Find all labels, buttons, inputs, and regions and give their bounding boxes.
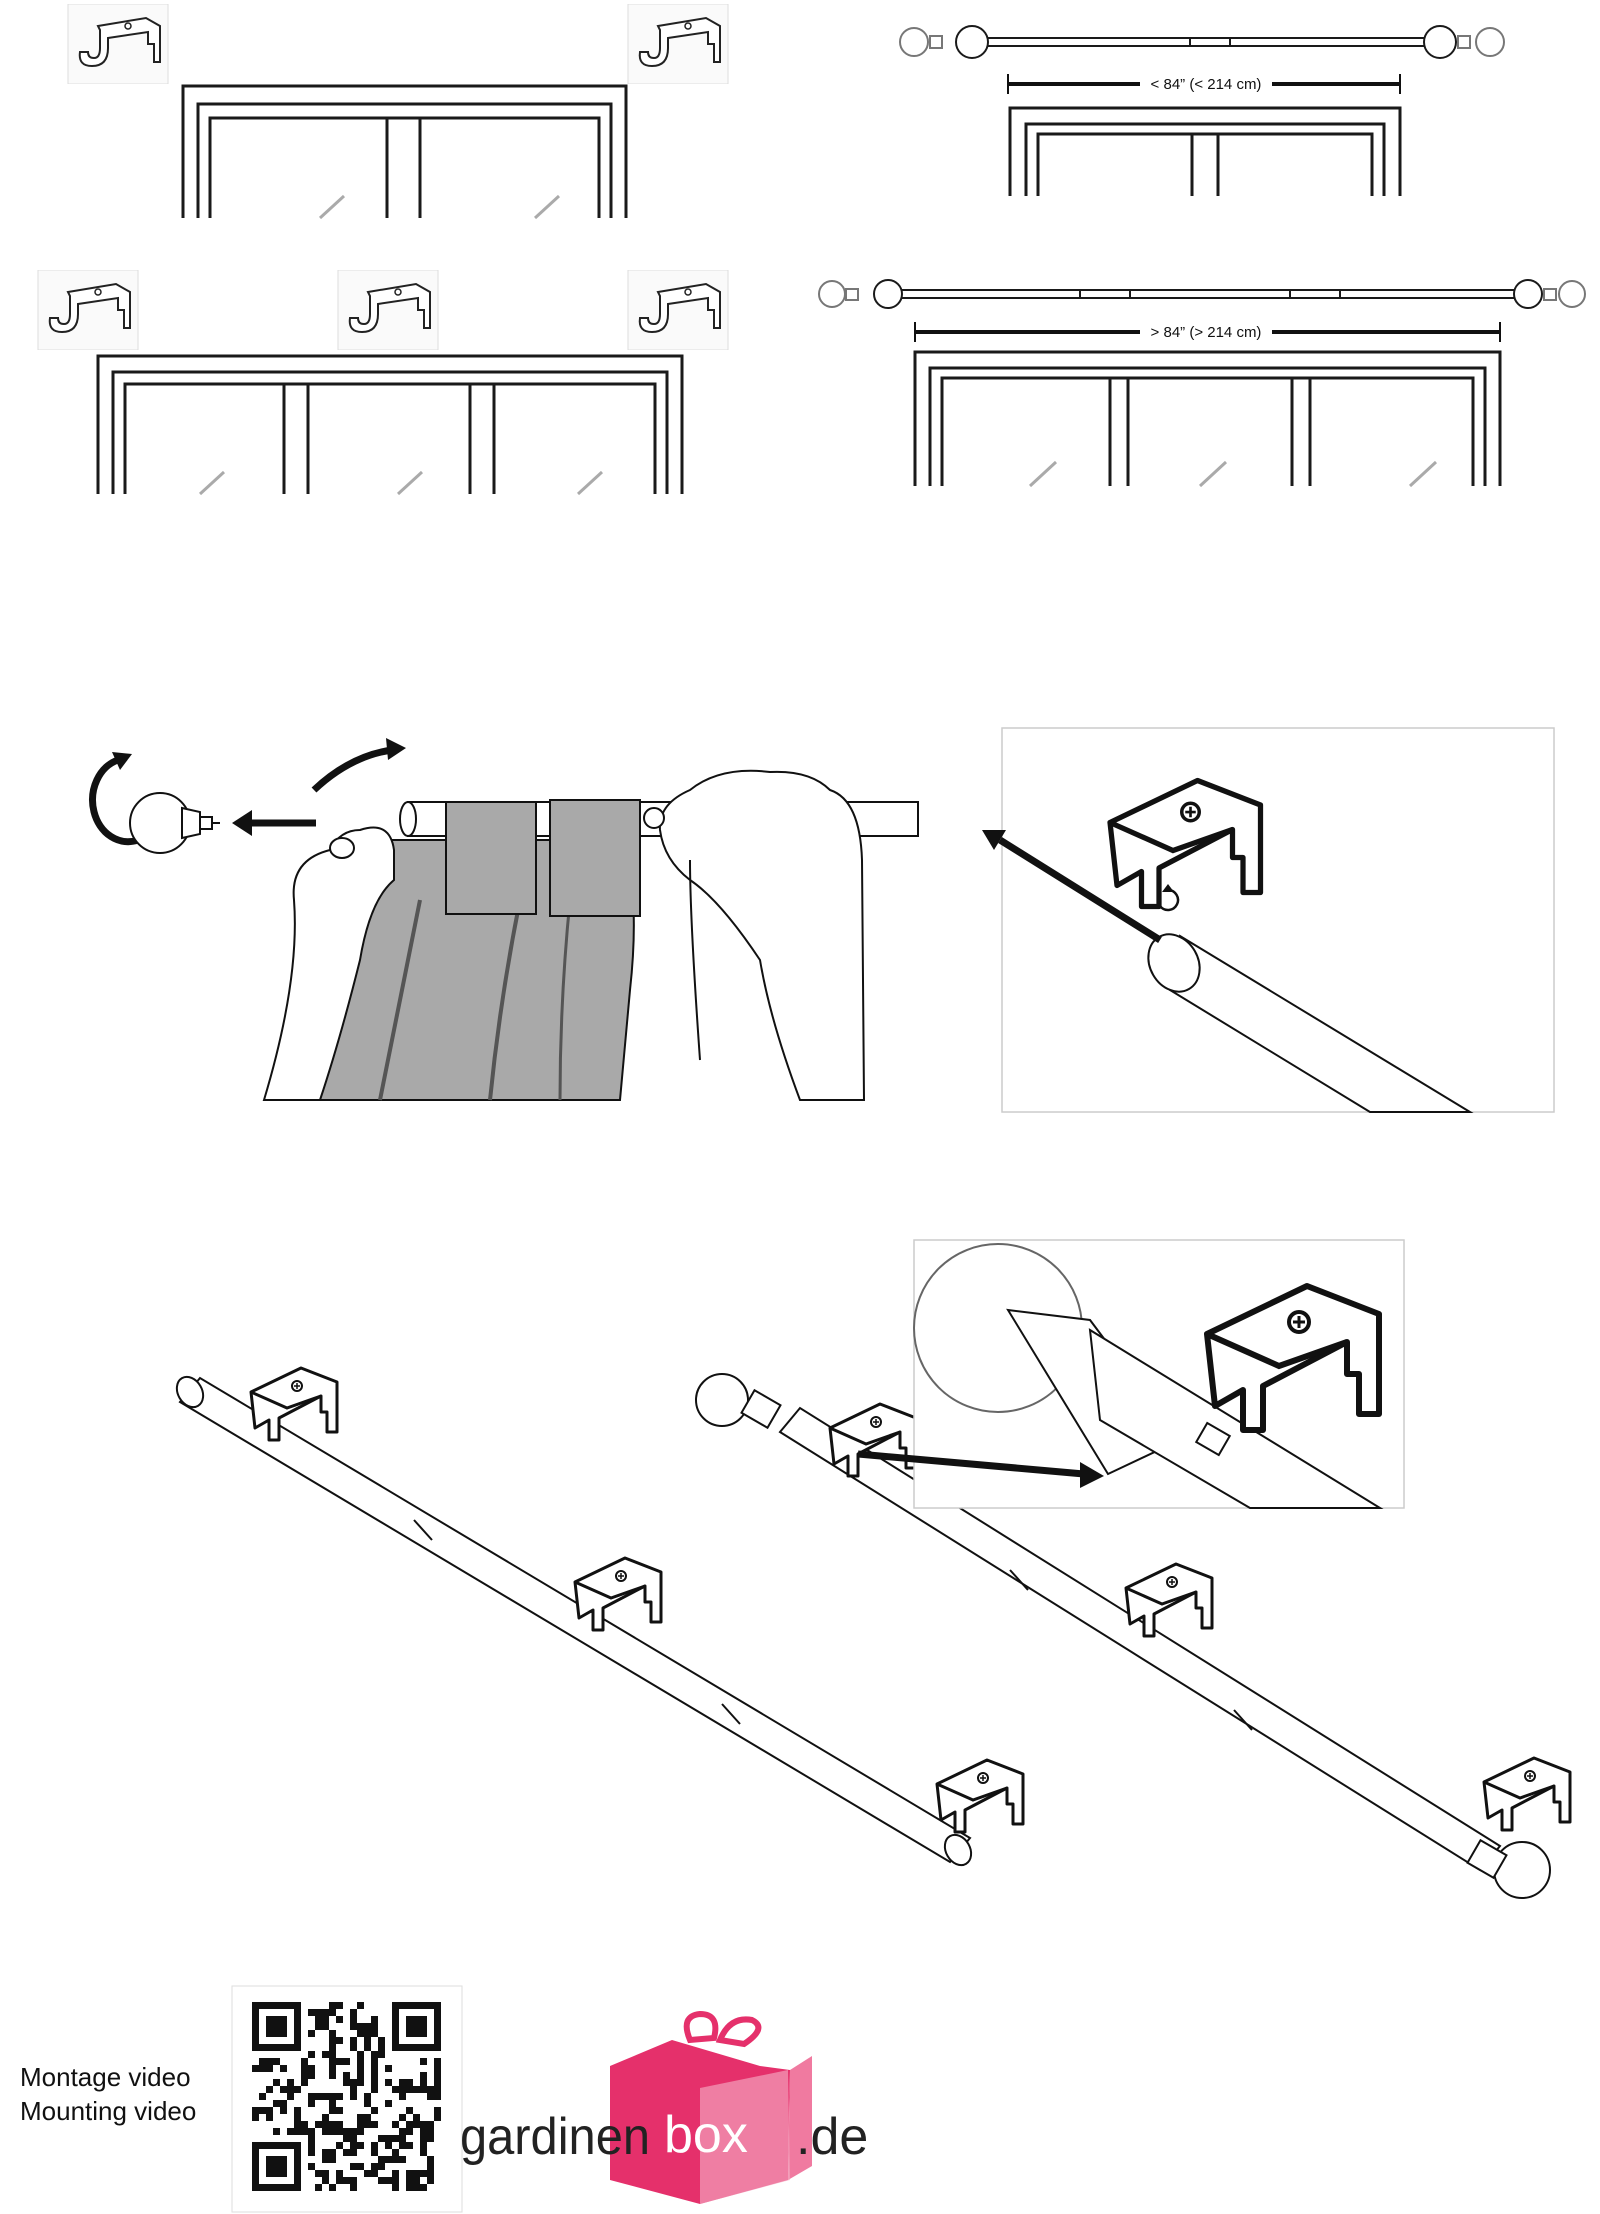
panel-three-brackets bbox=[36, 270, 730, 496]
window-frame bbox=[913, 350, 1502, 486]
window-frame bbox=[1008, 106, 1402, 196]
right-hand bbox=[643, 769, 866, 1101]
panel-assembled-rod bbox=[175, 1366, 1025, 1867]
panel-rod-long: > 84” (> 214 cm) bbox=[818, 279, 1586, 488]
curtain-rod bbox=[1147, 933, 1474, 1113]
dimension-label-long: > 84” (> 214 cm) bbox=[1151, 324, 1262, 341]
finial-detail bbox=[913, 1243, 1384, 1509]
window-bracket-icon bbox=[935, 1758, 1025, 1834]
diagonal-arrow-icon bbox=[982, 830, 1162, 943]
rotate-screw-icon bbox=[1159, 884, 1180, 912]
finial-ball-icon bbox=[695, 1373, 1551, 1899]
bracket-icon bbox=[66, 4, 170, 84]
logo-box-text: box bbox=[664, 2106, 748, 2164]
dimension-line bbox=[914, 322, 1501, 342]
finial-ball-icon bbox=[129, 792, 220, 854]
curved-arrow-icon bbox=[311, 738, 406, 793]
caption-montage-video: Montage video bbox=[20, 2062, 191, 2092]
curtain-rod bbox=[778, 1406, 1502, 1872]
gift-box-logo-icon: box bbox=[610, 2010, 812, 2204]
window-frame bbox=[96, 354, 684, 494]
curtain-fabric bbox=[298, 799, 641, 1101]
curtain-rod bbox=[175, 1375, 973, 1867]
window-frame bbox=[181, 84, 628, 218]
logo-tld: .de bbox=[796, 2108, 868, 2166]
curtain-rod bbox=[818, 279, 1586, 309]
bracket-icon bbox=[36, 270, 140, 350]
qr-code-icon[interactable] bbox=[231, 1985, 463, 2213]
right-arrow-icon bbox=[857, 1450, 1104, 1488]
footer: box gardinen .de bbox=[231, 1985, 868, 2213]
panel-bracket-detail bbox=[982, 727, 1555, 1113]
curtain-rod bbox=[899, 25, 1505, 59]
window-bracket-icon bbox=[1482, 1756, 1572, 1832]
rotate-arrow-icon bbox=[89, 752, 140, 846]
bracket-icon bbox=[626, 4, 730, 84]
panel-thread-curtain bbox=[89, 738, 919, 1101]
panel-two-brackets bbox=[66, 4, 730, 220]
caption-mounting-video: Mounting video bbox=[20, 2096, 197, 2126]
left-hand bbox=[262, 826, 395, 1101]
logo-word: gardinen bbox=[460, 2108, 650, 2166]
dimension-label-short: < 84” (< 214 cm) bbox=[1151, 76, 1262, 93]
bracket-icon bbox=[336, 270, 440, 350]
dimension-line bbox=[1007, 74, 1401, 94]
panel-finial-attach bbox=[695, 1239, 1572, 1899]
bracket-icon bbox=[626, 270, 730, 350]
panel-rod-short: < 84” (< 214 cm) bbox=[899, 25, 1505, 196]
